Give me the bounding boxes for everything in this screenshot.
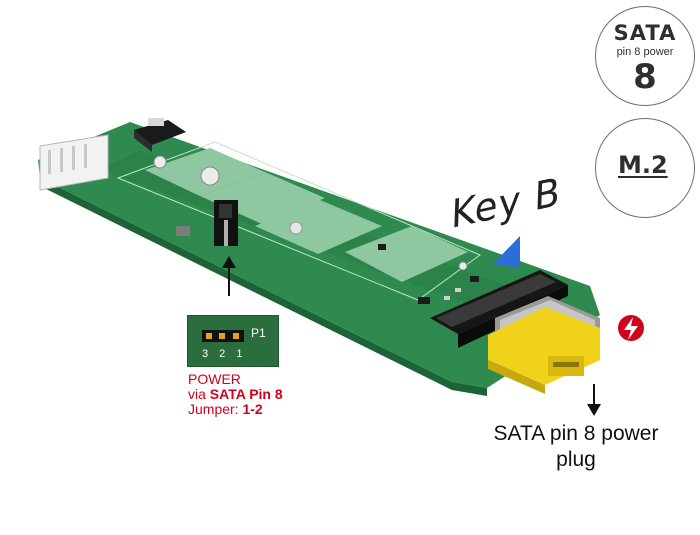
sata-plug-caption: SATA pin 8 power plug <box>456 421 696 473</box>
badge-sata-title: SATA <box>613 21 677 45</box>
jumper-pin-diagram <box>202 330 244 342</box>
jumper-pin-numbers: 3 2 1 <box>202 348 247 360</box>
badge-m2-label: M.2 <box>618 151 668 179</box>
badge-sata-subtitle: pin 8 power <box>616 46 674 58</box>
power-note-line1: POWER <box>188 371 241 387</box>
jumper-on-board <box>214 200 238 246</box>
power-note-jumper-value: 1-2 <box>242 401 263 417</box>
sata-plug-caption-line1: SATA pin 8 power <box>493 422 659 445</box>
power-note-sata-pin: SATA Pin 8 <box>209 386 283 402</box>
jumper-name: P1 <box>251 326 266 340</box>
sata-power-plug <box>488 296 600 394</box>
power-lightning-icon <box>618 315 644 341</box>
badge-sata-number: 8 <box>633 57 657 97</box>
m2-badge: M.2 <box>595 118 695 218</box>
floppy-power-header <box>39 134 109 191</box>
power-jumper-note: POWER via SATA Pin 8 Jumper: 1-2 <box>188 372 283 417</box>
power-note-line2: via SATA Pin 8 <box>188 386 283 402</box>
power-note-line3: Jumper: 1-2 <box>188 401 263 417</box>
voltage-regulator <box>134 118 186 152</box>
sata-plug-caption-line2: plug <box>556 448 596 471</box>
jumper-detail-inset: 3 2 1 P1 <box>187 315 279 367</box>
plug-arrow <box>587 384 601 416</box>
key-b-marker <box>493 236 520 268</box>
jumper-arrow <box>222 256 236 296</box>
sata-pin8-power-badge: SATA pin 8 power 8 <box>595 6 695 106</box>
